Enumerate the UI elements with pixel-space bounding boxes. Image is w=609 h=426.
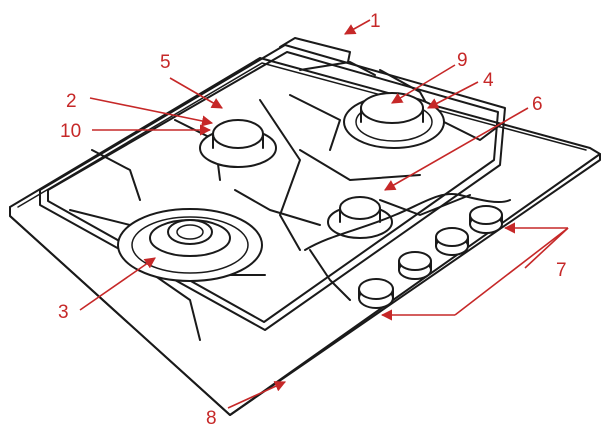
leader-4 [427, 81, 479, 109]
leader-3 [79, 257, 156, 311]
knob-3 [435, 227, 469, 256]
knob-2 [398, 251, 432, 280]
callout-9: 9 [457, 50, 468, 71]
leader-7c [454, 227, 569, 316]
control-panel-contour [304, 193, 511, 251]
callout-7: 7 [556, 260, 567, 281]
callout-3: 3 [58, 302, 69, 323]
knob-4 [469, 205, 503, 234]
callout-8: 8 [206, 408, 217, 426]
leader-2 [89, 97, 214, 127]
leader-9 [391, 64, 456, 104]
callout-labels: 1 2 3 4 5 6 7 8 9 10 [58, 11, 567, 426]
leader-1 [344, 19, 371, 35]
leader-lines [79, 19, 569, 409]
callout-2: 2 [66, 91, 77, 112]
burner-medium-rear-left [199, 119, 277, 168]
callout-4: 4 [483, 70, 494, 91]
burner-large-front-left [117, 208, 263, 282]
leader-6 [384, 107, 529, 191]
control-knobs [358, 205, 503, 309]
burner-small-front-right [327, 196, 393, 239]
callout-1: 1 [370, 11, 381, 32]
leader-8 [227, 381, 287, 409]
knob-1 [358, 278, 394, 309]
leader-7a [524, 227, 569, 269]
callout-6: 6 [532, 94, 543, 115]
leader-5 [169, 77, 223, 109]
callout-5: 5 [160, 52, 171, 73]
hob-panel [9, 57, 601, 416]
callout-10: 10 [60, 121, 81, 142]
